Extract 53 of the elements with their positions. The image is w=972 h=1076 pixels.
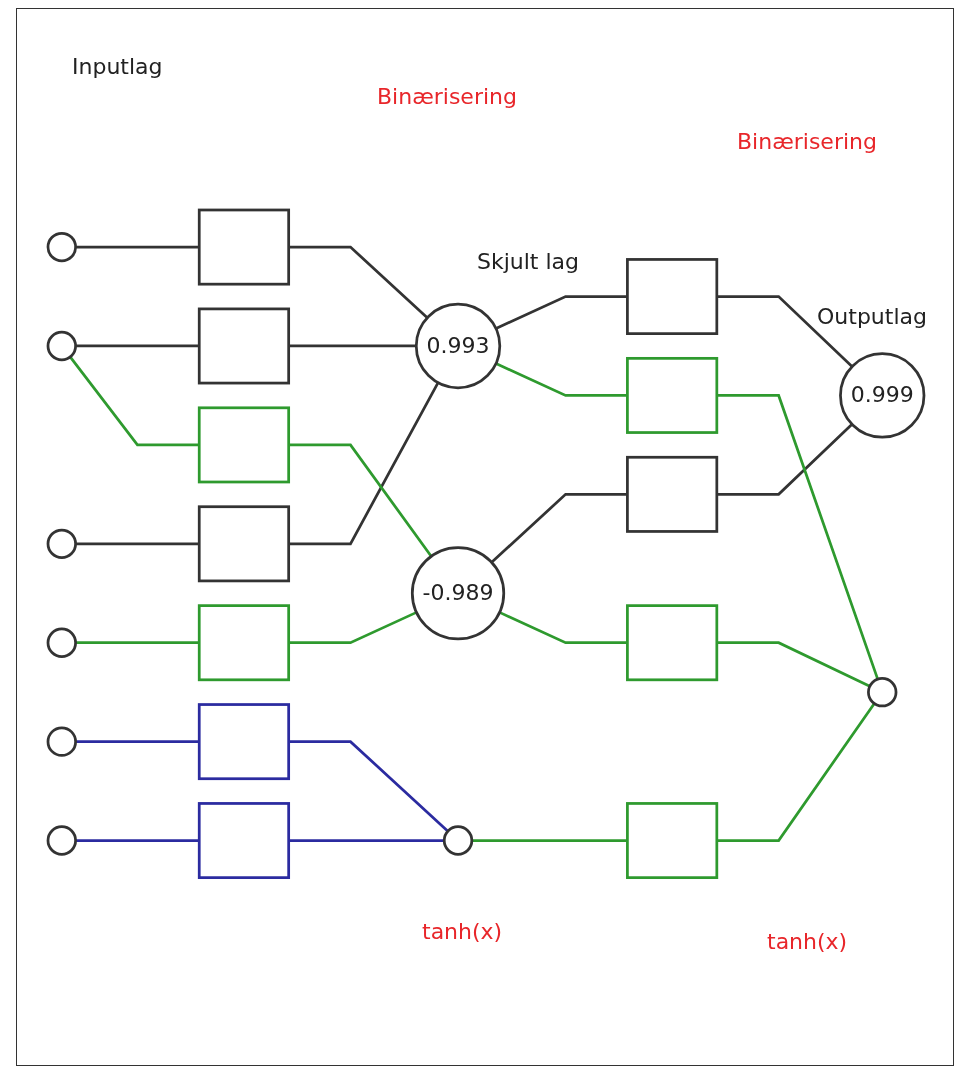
- node-circle: [46, 825, 77, 856]
- connector: [288, 344, 417, 348]
- node-box: [626, 604, 719, 682]
- layer-heading: Inputlag: [72, 54, 163, 79]
- connector: [288, 245, 429, 319]
- connector: [471, 839, 628, 843]
- connector: [288, 443, 433, 558]
- connector: [495, 295, 628, 330]
- connector: [288, 740, 449, 833]
- node-circle: [46, 726, 77, 757]
- node-circle: -0.989: [410, 546, 506, 641]
- connector: [499, 611, 628, 645]
- annotation-label: tanh(x): [422, 919, 503, 944]
- connector: [288, 382, 440, 546]
- connector: [716, 295, 853, 368]
- node-box: [197, 307, 291, 385]
- node-circle: [46, 528, 77, 560]
- node-circle: [46, 232, 77, 263]
- layer-heading: Outputlag: [817, 304, 927, 329]
- node-box: [197, 703, 291, 781]
- node-circle: 0.999: [839, 352, 926, 439]
- node-circle: 0.993: [414, 303, 502, 390]
- annotation-label: Binærisering: [377, 84, 517, 109]
- node-box: [626, 802, 719, 880]
- connector: [69, 356, 200, 447]
- connector: [75, 740, 200, 744]
- node-box: [197, 208, 291, 286]
- node-box: [197, 802, 291, 880]
- connector: [75, 839, 200, 843]
- layer-heading: Skjult lag: [477, 249, 580, 274]
- connector: [716, 394, 879, 680]
- node-box: [197, 604, 291, 682]
- node-box: [626, 357, 719, 435]
- connector: [75, 641, 200, 645]
- connector: [75, 245, 200, 249]
- connector: [716, 423, 853, 496]
- connector: [716, 702, 876, 843]
- connector: [75, 542, 200, 546]
- node-circle: [442, 825, 474, 856]
- node-box: [197, 505, 291, 583]
- connector: [716, 641, 871, 688]
- connector: [495, 362, 628, 397]
- node-box: [626, 258, 719, 336]
- connector: [288, 839, 445, 843]
- node-circle: [867, 677, 898, 708]
- connector: [75, 344, 200, 348]
- node-circle: [46, 627, 77, 659]
- annotation-label: tanh(x): [767, 929, 848, 954]
- node-box: [197, 406, 291, 484]
- node-box: [626, 456, 719, 533]
- connector: [490, 493, 628, 564]
- annotation-label: Binærisering: [737, 129, 877, 154]
- node-circle: [46, 331, 77, 362]
